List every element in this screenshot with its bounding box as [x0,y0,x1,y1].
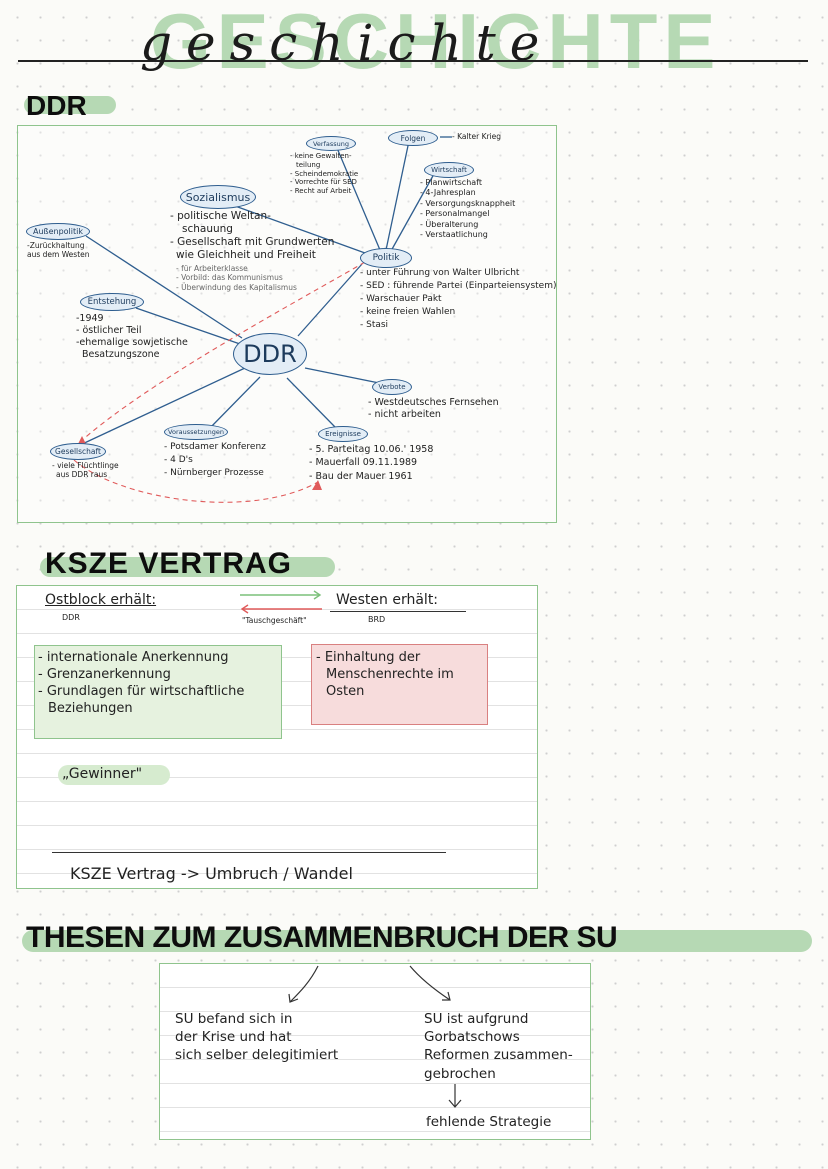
node-ddr-center: DDR [233,333,307,375]
heading-highlight [24,96,116,114]
ksze-left-list: - internationale Anerkennung - Grenzaner… [38,650,245,716]
heading-highlight [22,930,812,952]
down-arrow-icon [448,1084,462,1108]
politik-notes: - unter Führung von Walter Ulbricht - SE… [360,268,557,331]
ksze-result: KSZE Vertrag -> Umbruch / Wandel [70,864,353,883]
aussenpolitik-notes: -Zurückhaltung aus dem Westen [27,241,90,260]
node-politik: Politik [360,248,412,268]
node-verbote: Verbote [372,379,412,395]
thesen-box [159,963,591,1140]
ksze-winner: „Gewinner" [62,766,143,782]
ksze-divider [52,852,446,853]
ksze-left-head: Ostblock erhält: [45,592,157,608]
node-wirtschaft: Wirtschaft [424,162,474,178]
ksze-right-list: - Einhaltung der Menschenrechte im Osten [316,650,454,699]
node-verfassung: Verfassung [306,136,356,151]
node-ereignisse: Ereignisse [318,426,368,442]
winner-highlight [58,765,170,785]
thesen-arrows [288,965,451,1003]
page-title-script: geschichte [140,14,554,72]
ereignisse-notes: - 5. Parteitag 10.06.' 1958 - Mauerfall … [309,444,434,482]
thesen-heading: THESEN ZUM ZUSAMMENBRUCH DER SU [26,921,618,954]
ksze-left-list-box [34,645,282,739]
thesis-right: SU ist aufgrund Gorbatschows Reformen zu… [424,1011,573,1082]
wirtschaft-notes: - Planwirtschaft - 4-Jahresplan - Versor… [420,178,516,239]
sozialismus-notes: - politische Weltan- schauung - Gesellsc… [170,210,335,262]
node-gesellschaft: Gesellschaft [50,443,106,460]
node-aussenpolitik: Außenpolitik [26,223,90,240]
title-underline [18,60,808,62]
node-folgen: Folgen [388,130,438,146]
ksze-right-list-box [311,644,488,725]
page-title-outline: GESCHICHTE [150,0,722,85]
exchange-arrows [240,590,322,614]
node-entstehung: Entstehung [80,293,144,311]
ksze-right-underline [330,611,466,612]
folgen-notes: - Kalter Krieg [452,132,502,141]
voraussetzungen-notes: - Potsdamer Konferenz - 4 D's - Nürnberg… [164,442,266,479]
ksze-right-sub: BRD [368,615,386,624]
thesis-bottom: fehlende Strategie [426,1114,552,1130]
ksze-heading: KSZE VERTRAG [45,547,293,580]
node-sozialismus: Sozialismus [180,185,256,209]
ksze-right-head: Westen erhält: [336,592,439,608]
sozialismus-small-notes: - für Arbeiterklasse - Vorbild: das Komm… [176,264,297,292]
ddr-heading: DDR [26,90,87,121]
heading-highlight [40,557,335,577]
thesis-left: SU befand sich in der Krise und hat sich… [175,1011,339,1064]
verbote-notes: - Westdeutsches Fernsehen - nicht arbeit… [368,397,499,420]
ksze-middle-label: "Tauschgeschäft" [242,616,307,625]
gesellschaft-notes: - viele Flüchtlinge aus DDR raus [52,461,119,480]
ddr-mindmap-box [17,125,557,523]
node-voraussetzungen: Voraussetzungen [164,424,228,440]
verfassung-notes: - keine Gewalten- teilung - Scheindemokr… [290,152,359,195]
entstehung-notes: -1949 - östlicher Teil -ehemalige sowjet… [76,313,188,360]
ksze-left-sub: DDR [62,613,80,622]
